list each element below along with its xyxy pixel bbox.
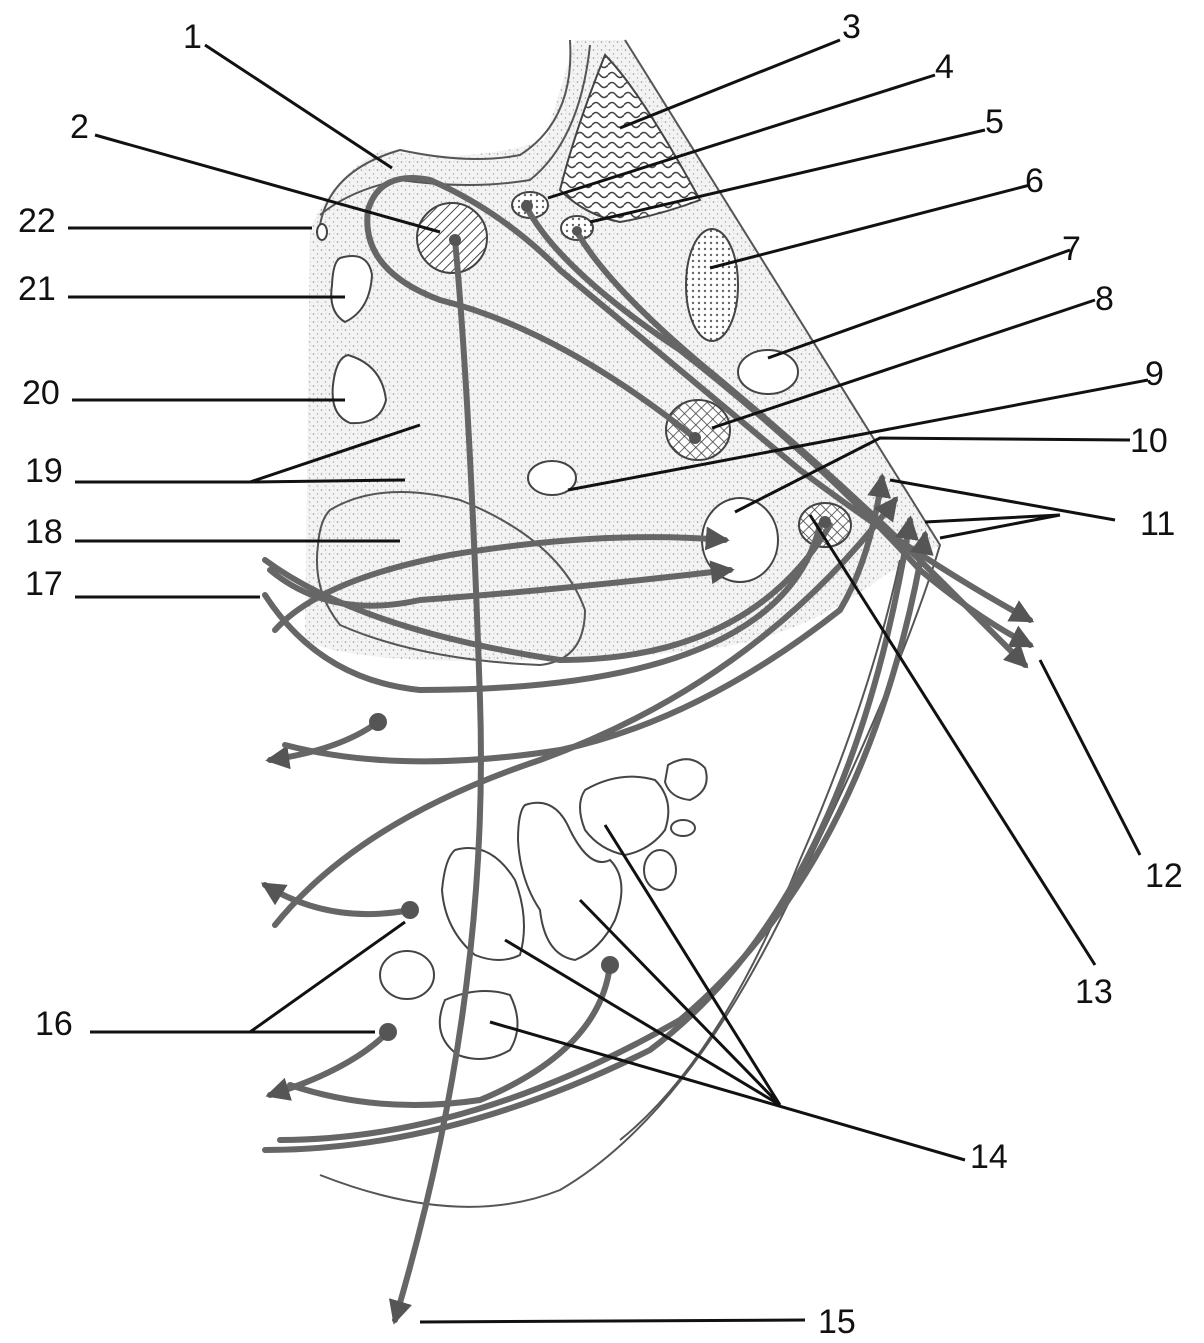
label-3: 3 (842, 8, 861, 46)
label-4: 4 (935, 48, 954, 86)
label-1: 1 (183, 18, 202, 56)
label-19: 19 (25, 452, 63, 490)
label-22: 22 (18, 202, 56, 240)
label-13: 13 (1075, 973, 1113, 1011)
label-21: 21 (18, 270, 56, 308)
label-8: 8 (1095, 280, 1114, 318)
structure-6 (686, 229, 738, 341)
label-20: 20 (22, 374, 60, 412)
label-17: 17 (25, 565, 63, 603)
label-5: 5 (985, 103, 1004, 141)
label-11: 11 (1140, 505, 1175, 543)
label-7: 7 (1062, 230, 1081, 268)
label-2: 2 (70, 108, 89, 146)
label-9: 9 (1145, 355, 1164, 393)
label-12: 12 (1145, 857, 1183, 895)
structure-22 (317, 224, 327, 240)
label-14: 14 (970, 1138, 1008, 1176)
structure-8 (666, 400, 730, 460)
label-15: 15 (818, 1303, 856, 1341)
label-6: 6 (1025, 162, 1044, 200)
label-10: 10 (1130, 422, 1168, 460)
label-16: 16 (35, 1005, 73, 1043)
label-18: 18 (25, 513, 63, 551)
